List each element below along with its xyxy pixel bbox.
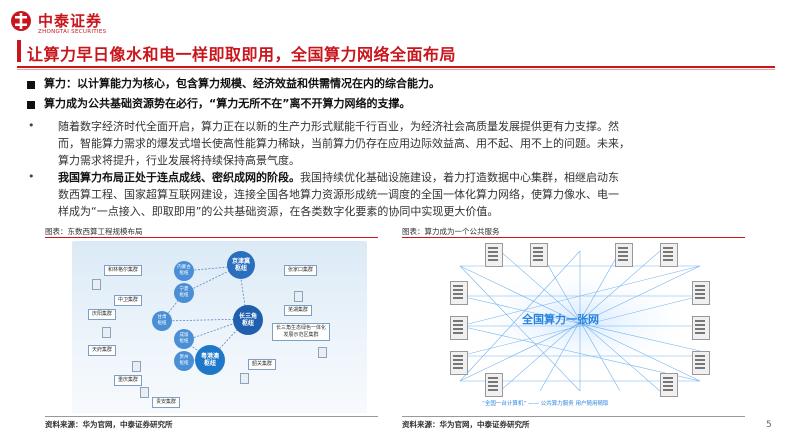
server-rack-icon [450, 281, 468, 305]
cluster-wuhu: 芜湖集群 [284, 305, 313, 316]
server-rack-icon [660, 243, 678, 267]
cluster-qingyang: 庆阳集群 [88, 309, 117, 320]
dot-bullet-icon: • [28, 119, 35, 132]
title-divider-thin [17, 69, 775, 70]
server-icon [140, 387, 149, 398]
title-accent-bar [17, 40, 21, 62]
cluster-shaoguan: 韶关集群 [248, 359, 277, 370]
server-rack-icon [660, 373, 678, 397]
node-inner-mongolia: 内蒙古 枢纽 [174, 261, 194, 281]
paragraph-line: 随着数字经济时代全面开启，算力正在以新的生产力形式赋能千行百业，为经济社会高质量… [58, 120, 619, 133]
paragraph-line: 我国算力布局正处于连点成线、密织成网的阶段。我国持续优化基础设施建设，着力打造数… [58, 171, 619, 184]
source-rule [45, 416, 378, 417]
logo-mark-icon [11, 11, 31, 31]
dot-bullet-icon: • [28, 170, 35, 183]
square-bullet-icon [27, 101, 35, 109]
paragraph-line: 而，智能算力需求的爆发式增长使高性能算力稀缺，当前算力仍存在应用边际效益高、用不… [58, 137, 630, 150]
title-divider [17, 66, 775, 68]
server-icon [132, 361, 141, 372]
paragraph-line: 算力需求将提升，行业发展将持续保持高景气度。 [58, 154, 300, 167]
company-logo: 中泰证券 ZHONGTAI SECURITIES [10, 8, 160, 42]
hub-jingjinji: 京津冀 枢纽 [227, 251, 255, 279]
east-data-west-compute-map: 京津冀 枢纽 长三角 枢纽 粤港澳 枢纽 内蒙古 枢纽 宁夏 枢纽 甘肃 枢纽 … [72, 241, 367, 413]
paragraph-line: 数西算工程、国家超算互联网建设，连接全国各地算力资源形成统一调度的全国一体化算力… [58, 188, 619, 201]
cluster-yangtze-demo: 长三角生态绿色一体化 发展示范区集群 [272, 323, 331, 341]
cluster-tianfu: 天府集群 [88, 345, 117, 356]
figure-right-caption: 图表：算力成为一个公共服务 [402, 227, 500, 236]
server-rack-icon [692, 351, 710, 375]
node-gansu: 甘肃 枢纽 [152, 311, 172, 331]
server-icon [318, 347, 327, 358]
server-icon [92, 279, 101, 290]
node-ningxia: 宁夏 枢纽 [174, 283, 194, 303]
brand-name-en: ZHONGTAI SECURITIES [38, 29, 107, 35]
node-guizhou: 贵州 枢纽 [174, 351, 194, 371]
key-point-2: 算力成为公共基础资源势在必行，“算力无所不在”离不开算力网络的支撑。 [44, 97, 411, 110]
figure-right-source: 资料来源：华为官网，中泰证券研究所 [402, 420, 530, 429]
paragraph-line: 样成为“一点接入、即取即用”的公共基础资源，在各类数字化要素的协同中实现更大价值… [58, 205, 499, 218]
figure-left-caption: 图表：东数西算工程规模布局 [45, 227, 143, 236]
figure-left-source: 资料来源：华为官网，中泰证券研究所 [45, 420, 173, 429]
page-title: 让算力早日像水和电一样即取即用，全国算力网络全面布局 [27, 45, 457, 64]
brand-name-cn: 中泰证券 [38, 12, 103, 30]
cluster-zhangjiakou: 张家口集群 [284, 265, 318, 276]
caption-rule [402, 237, 745, 238]
node-chengyu: 成渝 枢纽 [174, 329, 194, 349]
server-rack-icon [615, 243, 633, 267]
paragraph-2: 我国算力布局正处于连点成线、密织成网的阶段。我国持续优化基础设施建设，着力打造数… [58, 169, 773, 220]
server-rack-icon [450, 351, 468, 375]
server-icon [240, 373, 249, 384]
server-rack-icon [692, 281, 710, 305]
cluster-zhongwei: 中卫集群 [114, 295, 143, 306]
network-bottom-label: “全国一台计算机” —— 公共算力服务 用户随用随取 [482, 401, 609, 407]
caption-rule [45, 237, 378, 238]
page-number: 5 [766, 420, 772, 430]
key-point-1: 算力：以计算能力为核心，包含算力规模、经济效益和供需情况在内的综合能力。 [44, 77, 440, 90]
hub-yangtze-delta: 长三角 枢纽 [233, 305, 263, 335]
cluster-guian: 贵安集群 [152, 397, 181, 408]
source-rule [402, 416, 745, 417]
server-rack-icon [485, 243, 503, 267]
cluster-helingeer: 和林格尔集群 [104, 265, 143, 276]
server-icon [294, 291, 303, 302]
hub-greater-bay: 粤港澳 枢纽 [195, 345, 225, 375]
network-center-label: 全国算力一张网 [522, 313, 599, 326]
server-icon [102, 327, 111, 338]
cluster-chongqing: 重庆集群 [114, 375, 143, 386]
compute-network-diagram: 全国算力一张网 “全国一台计算机” —— 公共算力服务 用户随用随取 [430, 241, 730, 413]
server-rack-icon [450, 316, 468, 340]
square-bullet-icon [27, 81, 35, 89]
paragraph-1: 随着数字经济时代全面开启，算力正在以新的生产力形式赋能千行百业，为经济社会高质量… [58, 118, 773, 169]
server-rack-icon [530, 243, 548, 267]
server-rack-icon [692, 316, 710, 340]
server-rack-icon [485, 373, 503, 397]
paragraph-lead: 我国算力布局正处于连点成线、密织成网的阶段。 [58, 171, 300, 184]
network-lines [459, 250, 701, 392]
